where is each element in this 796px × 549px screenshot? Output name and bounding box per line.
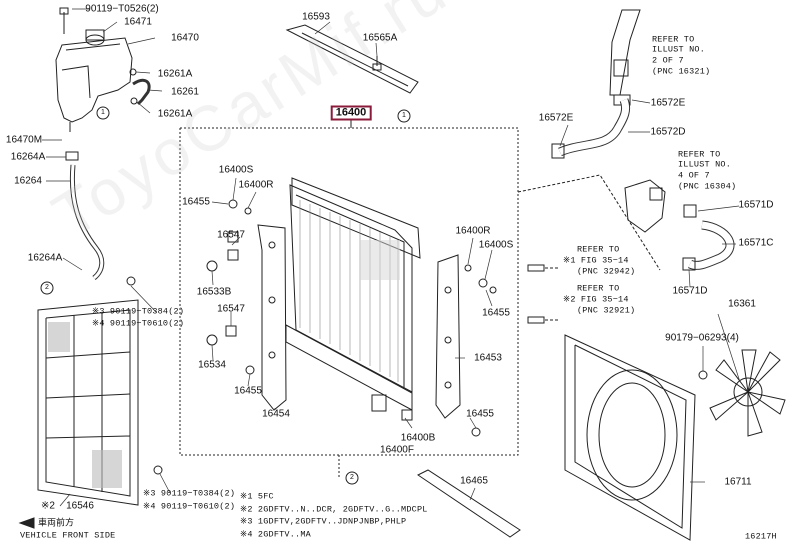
- label-16533b: 16533B: [196, 286, 232, 298]
- ref1-line4: (PNC 16321): [652, 66, 711, 77]
- label-16261a-2: 16261A: [157, 108, 193, 120]
- footnote-1: ※1 5FC: [240, 491, 274, 502]
- label-16400s-2: 16400S: [478, 239, 514, 251]
- label-16261a-1: 16261A: [157, 68, 193, 80]
- label-16565a: 16565A: [362, 32, 398, 44]
- overflow-hose-drawing: [69, 164, 105, 280]
- fan-shroud-drawing: [564, 334, 696, 541]
- radiator-fins-drawing: [299, 200, 399, 382]
- ref4-line1: REFER TO: [577, 283, 620, 294]
- label-16470m: 16470M: [5, 134, 43, 146]
- label-16453: 16453: [474, 352, 502, 364]
- note-bolt-t0610-bottom: ※4 90119−T0610(2): [143, 501, 236, 512]
- lower-shroud-left-drawing: [37, 299, 139, 506]
- label-16534: 16534: [198, 359, 226, 371]
- label-16455-3: 16455: [482, 307, 510, 319]
- label-16455-4: 16455: [466, 408, 494, 420]
- fasteners-drawing: [126, 68, 708, 475]
- label-16455-1: 16455: [182, 196, 210, 208]
- callout-2-bottom: 2: [350, 474, 354, 481]
- radiator-assembly-part-number: 16400: [330, 105, 372, 121]
- ref3-line2: ※1 FIG 35−14: [563, 255, 629, 266]
- label-16454: 16454: [262, 408, 290, 420]
- label-16571c: 16571C: [738, 237, 774, 249]
- lower-seal-drawing: [417, 469, 521, 538]
- label-16455-2: 16455: [234, 385, 262, 397]
- vehicle-front-en: VEHICLE FRONT SIDE: [20, 530, 116, 541]
- ref3-line1: REFER TO: [577, 244, 620, 255]
- label-16471: 16471: [124, 16, 152, 28]
- ref2-line1: REFER TO: [678, 149, 721, 160]
- label-16264: 16264: [14, 175, 42, 187]
- label-16400f: 16400F: [380, 444, 414, 456]
- note-bolt-t0384-bottom: ※3 90119−T0384(2): [143, 488, 236, 499]
- label-16571d-2: 16571D: [672, 285, 708, 297]
- ref1-line1: REFER TO: [652, 34, 695, 45]
- label-mark-2: ※2: [41, 500, 55, 512]
- ref1-line2: ILLUST NO.: [652, 44, 706, 55]
- side-bracket-left-drawing: [257, 224, 287, 411]
- label-16261: 16261: [171, 86, 199, 98]
- drawing-number: 16217H: [745, 531, 777, 542]
- side-bracket-right-drawing: [435, 254, 461, 419]
- ref4-line3: (PNC 32921): [577, 305, 636, 316]
- assembly-boundary: [179, 127, 519, 456]
- callout-2-left: 2: [45, 284, 49, 291]
- label-16547-1: 16547: [217, 229, 245, 241]
- note-bolt-t0610-left: ※4 90119−T0610(2): [92, 318, 185, 329]
- footnote-4: ※4 2GDFTV..MA: [240, 529, 311, 540]
- callout-circles: [40, 106, 411, 485]
- label-16400b: 16400B: [400, 432, 436, 444]
- front-arrow-icon: [18, 517, 35, 529]
- label-16465: 16465: [460, 475, 488, 487]
- ref2-line3: 4 OF 7: [678, 170, 710, 181]
- cooling-fan-drawing: [709, 349, 786, 437]
- callout-1-left: 1: [101, 109, 105, 116]
- ref3-line3: (PNC 32942): [577, 266, 636, 277]
- ref4-line2: ※2 FIG 35−14: [563, 294, 629, 305]
- ref1-line3: 2 OF 7: [652, 55, 684, 66]
- ref2-line4: (PNC 16304): [678, 181, 737, 192]
- label-16593: 16593: [302, 11, 330, 23]
- note-bolt-t0384-left: ※3 90119−T0384(2): [92, 306, 185, 317]
- label-16546: 16546: [66, 500, 94, 512]
- label-16547-2: 16547: [217, 303, 245, 315]
- label-16711: 16711: [724, 476, 752, 488]
- label-16572e-1: 16572E: [538, 112, 574, 124]
- label-16264a: 16264A: [10, 151, 46, 163]
- callout-1-top: 1: [402, 112, 406, 119]
- label-16470: 16470: [171, 32, 199, 44]
- label-16400s-1: 16400S: [218, 164, 254, 176]
- upper-support-drawing: [285, 24, 419, 94]
- label-16400r-2: 16400R: [455, 225, 491, 237]
- label-16400r-1: 16400R: [238, 179, 274, 191]
- footnote-2: ※2 2GDFTV..N..DCR, 2GDFTV..G..MDCPL: [240, 504, 428, 515]
- footnote-3: ※3 1GDFTV,2GDFTV..JDNPJNBP,PHLP: [240, 516, 407, 527]
- vehicle-front-jp: 車両前方: [38, 517, 75, 528]
- radiator-core-drawing: [285, 177, 421, 411]
- label-90119-t0526: 90119−T0526(2): [85, 3, 159, 15]
- label-90179-06293: 90179−06293(4): [665, 332, 739, 344]
- reservoir-hose-drawing: [132, 78, 151, 106]
- label-16572d: 16572D: [650, 126, 686, 138]
- label-16361: 16361: [728, 298, 756, 310]
- label-16264a-2: 16264A: [27, 252, 63, 264]
- reservoir-tank-drawing: [55, 7, 133, 132]
- filler-pipe-drawing: [609, 9, 641, 106]
- label-16571d-1: 16571D: [738, 199, 774, 211]
- label-16572e-2: 16572E: [650, 97, 686, 109]
- ref2-line2: ILLUST NO.: [678, 159, 732, 170]
